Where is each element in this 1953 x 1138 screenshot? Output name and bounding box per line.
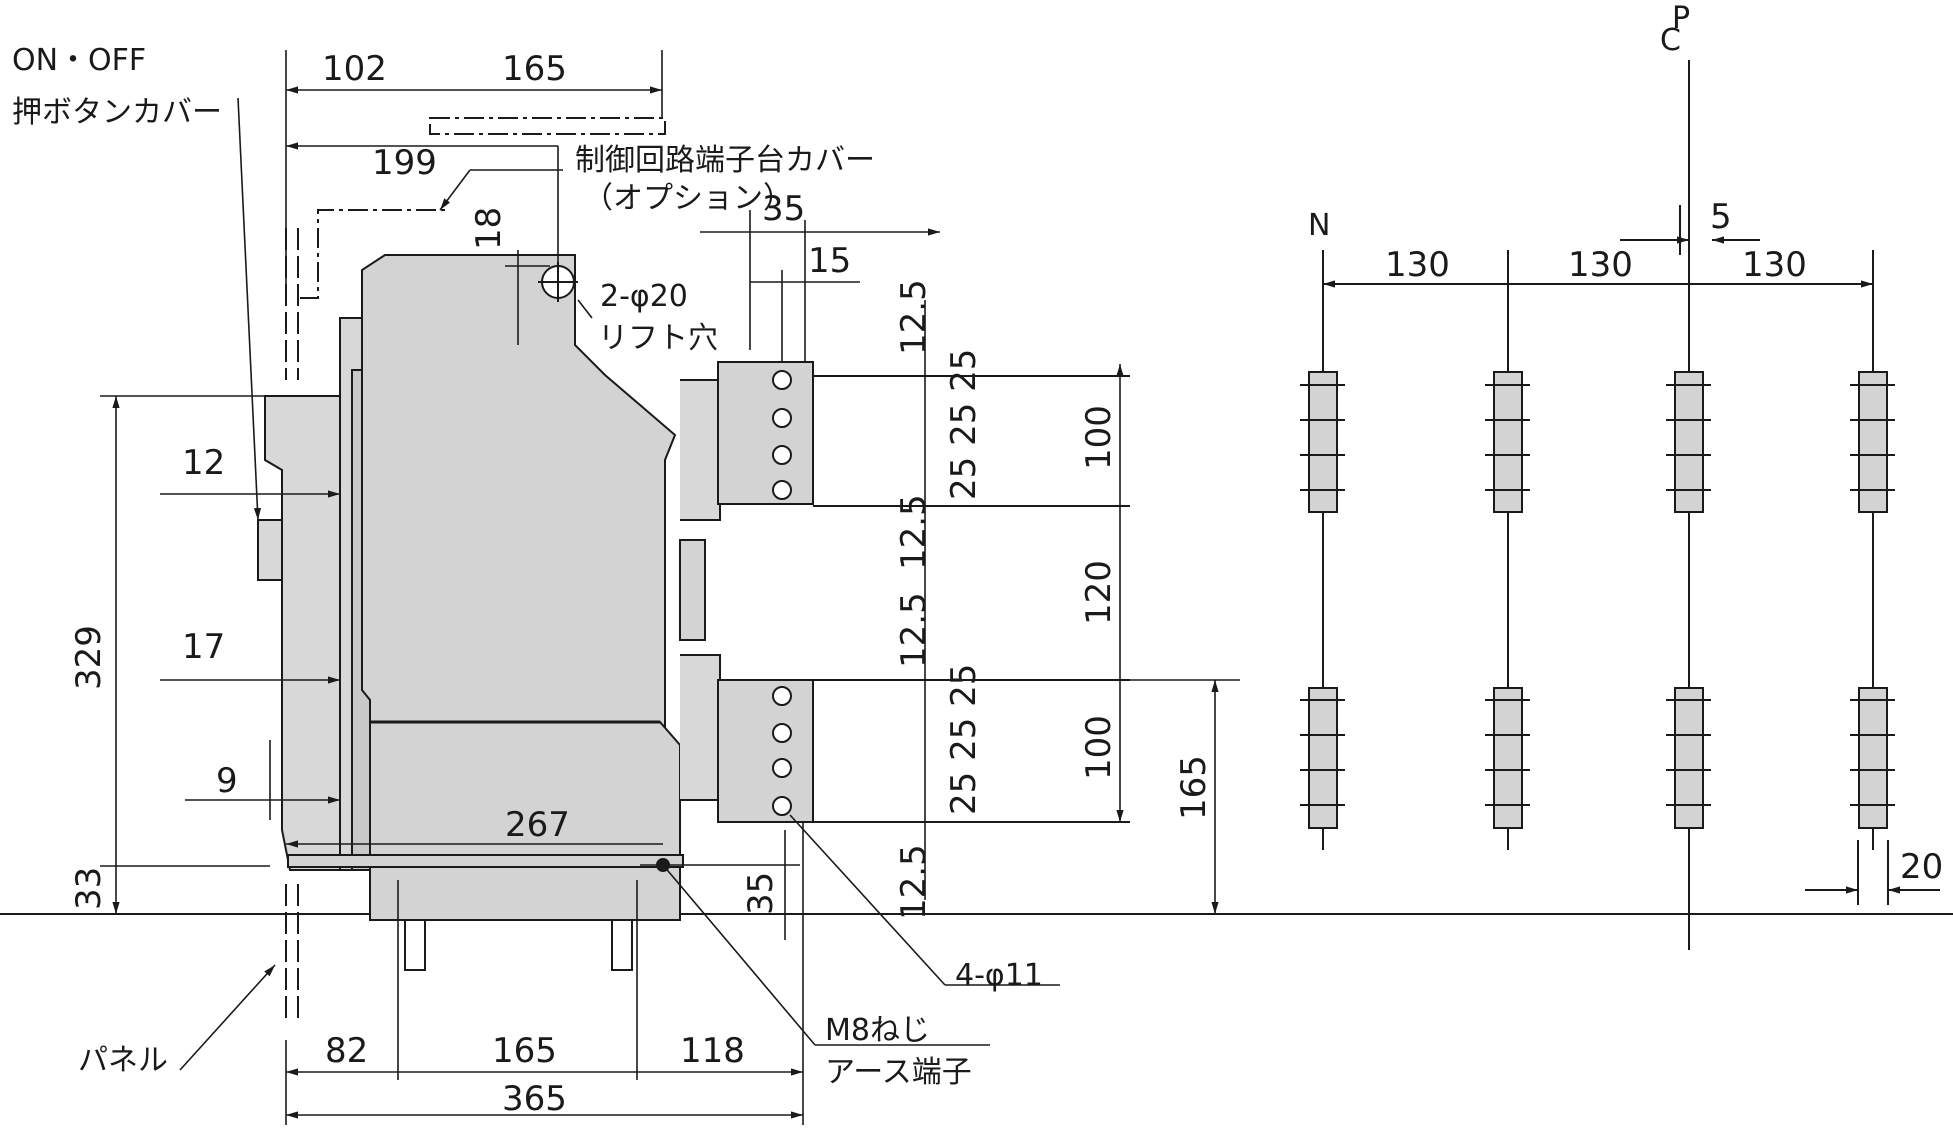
dim-18: 18: [469, 207, 509, 250]
dim-15: 15: [808, 241, 851, 281]
lower-terminal-block: [717, 679, 814, 823]
callouts: ON・OFF 押ボタンカバー 制御回路端子台カバー （オプション） 2-φ20 …: [12, 1, 1690, 1090]
pole-c-label: C: [1660, 23, 1681, 58]
dim-365: 365: [502, 1079, 567, 1119]
lift-hole-label-line2: リフト穴: [598, 321, 718, 356]
dim-12-5-d: 12.5: [894, 844, 934, 920]
control-cover-label-line1: 制御回路端子台カバー: [575, 143, 875, 178]
terminal-holes: [772, 370, 792, 816]
holes-label: 4-φ11: [955, 958, 1043, 993]
dimension-lines: [100, 50, 1240, 1125]
dim-35-top: 35: [762, 189, 805, 229]
dim-165-right: 165: [1174, 755, 1214, 820]
earth-label-line2: アース端子: [825, 1055, 972, 1090]
dim-199: 199: [372, 143, 437, 183]
dim-165-bottom: 165: [492, 1031, 557, 1071]
dim-100-a: 100: [1079, 405, 1119, 470]
dim-267: 267: [505, 805, 570, 845]
panel: [285, 228, 299, 1020]
control-cover-label-line2: （オプション）: [583, 181, 793, 216]
dim-33: 33: [69, 867, 109, 910]
pole-p-label: P: [1672, 1, 1690, 36]
dim-35-side: 35: [741, 872, 781, 915]
dim-pitch-lower: 25 25 25: [944, 664, 984, 815]
dim-20: 20: [1900, 847, 1943, 887]
dim-130-c: 130: [1742, 245, 1807, 285]
dim-165-top: 165: [502, 49, 567, 89]
dim-329: 329: [69, 625, 109, 690]
dim-9: 9: [216, 761, 238, 801]
dim-82: 82: [325, 1031, 368, 1071]
pole-n-label: N: [1308, 208, 1330, 243]
dim-12-5-c: 12.5: [894, 592, 934, 668]
dim-12-5-a: 12.5: [894, 279, 934, 355]
dim-120: 120: [1079, 560, 1119, 625]
dim-12-5-b: 12.5: [894, 494, 934, 570]
upper-terminal-block: [717, 361, 814, 505]
on-off-label-line1: ON・OFF: [12, 43, 146, 78]
dim-17: 17: [182, 627, 225, 667]
front-cover: [264, 395, 341, 871]
dim-5: 5: [1710, 197, 1732, 237]
earth-label-line1: M8ねじ: [825, 1013, 930, 1048]
control-cover-outline: [300, 209, 445, 299]
on-off-label-line2: 押ボタンカバー: [12, 95, 222, 130]
dim-100-b: 100: [1079, 715, 1119, 780]
side-view: [0, 117, 1953, 1020]
front-view: [1322, 60, 1940, 950]
dim-118: 118: [680, 1031, 745, 1071]
dim-130-b: 130: [1568, 245, 1633, 285]
dimension-values: 102 165 199 18 35 15 12.5 25 25 25 12.5 …: [69, 49, 1943, 1119]
panel-label: パネル: [78, 1043, 168, 1078]
dim-12: 12: [182, 443, 225, 483]
dim-pitch-upper: 25 25 25: [944, 349, 984, 500]
lift-hole-label-line1: 2-φ20: [600, 279, 688, 314]
bus-bar-ticks: [1300, 384, 1895, 806]
bus-bars: [1308, 371, 1888, 829]
dim-102: 102: [322, 49, 387, 89]
dim-130-a: 130: [1385, 245, 1450, 285]
push-button-cover: [257, 519, 283, 581]
